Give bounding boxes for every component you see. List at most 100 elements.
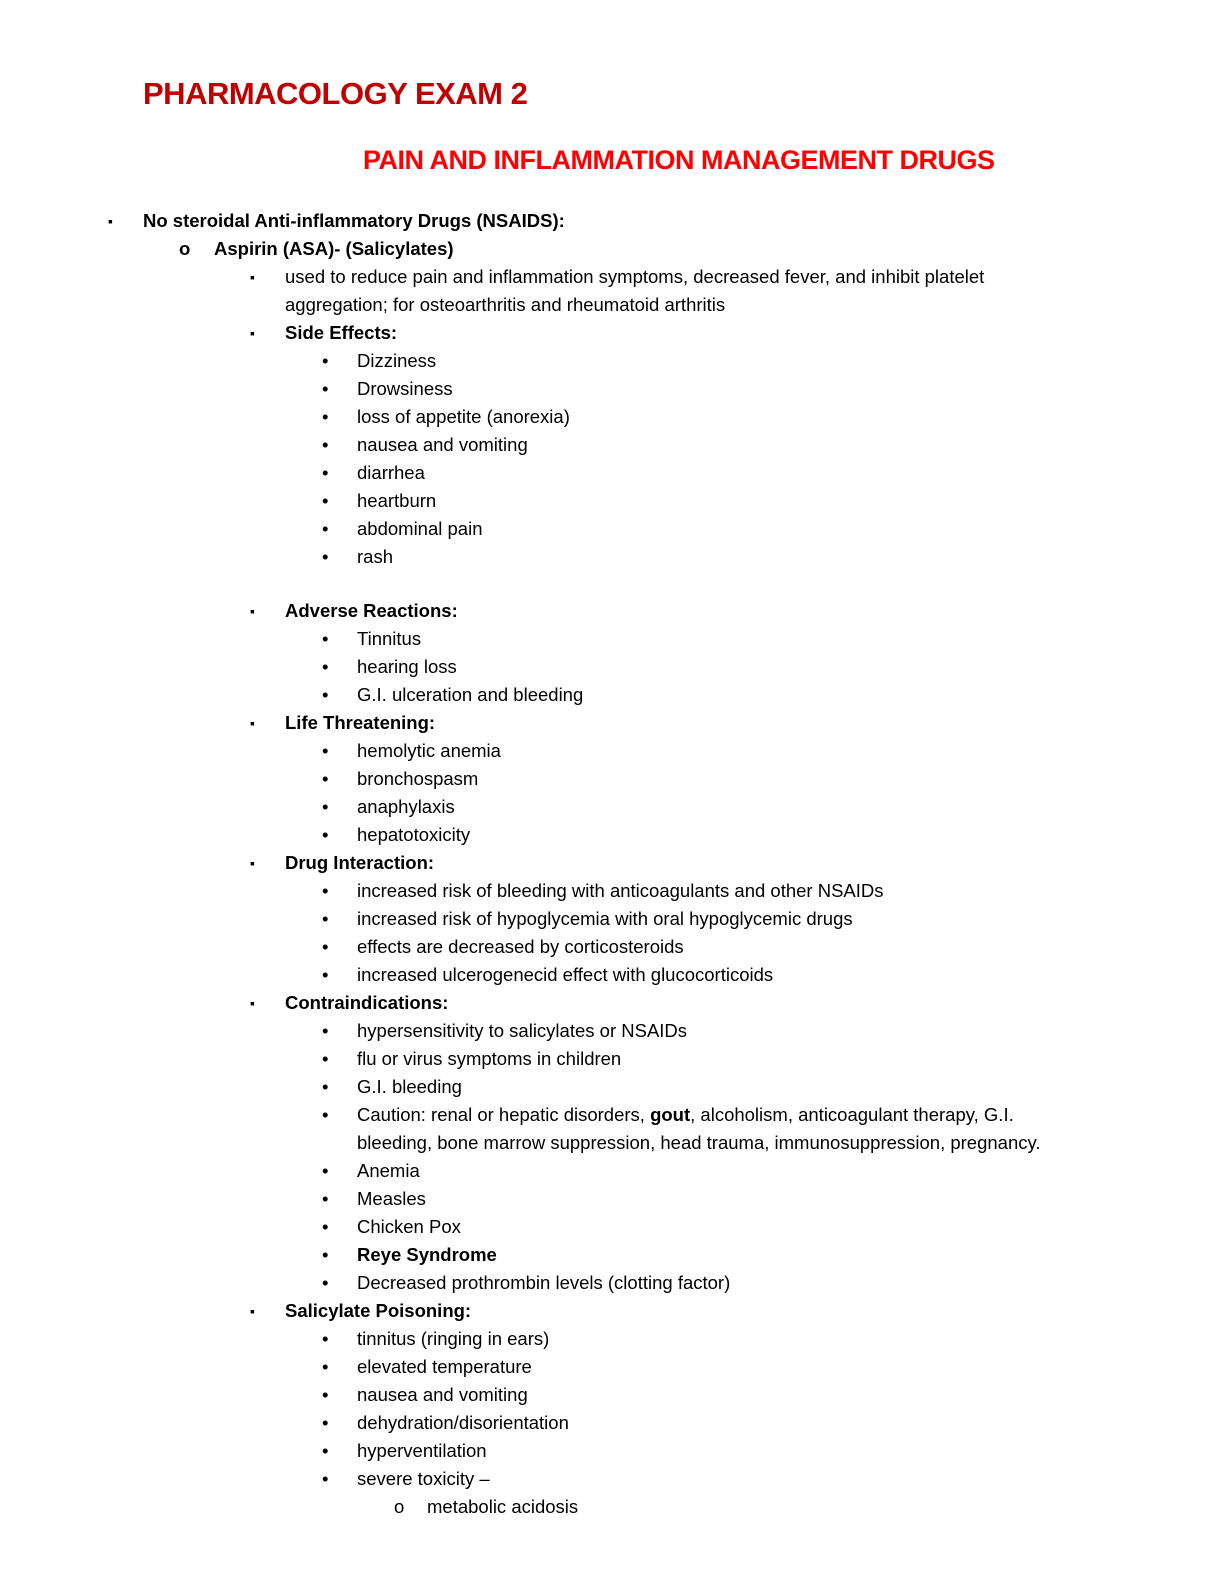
- document-title: PHARMACOLOGY EXAM 2: [143, 76, 528, 111]
- spacer: [0, 571, 1224, 597]
- bullet-icon: •: [322, 1076, 329, 1097]
- list-item: • heartburn: [0, 487, 1224, 515]
- group-heading-text: Contraindications:: [285, 992, 449, 1013]
- list-item-text: hypersensitivity to salicylates or NSAID…: [357, 1020, 688, 1041]
- group-heading: ▪Side Effects:: [0, 319, 1224, 347]
- bullet-icon: •: [322, 1412, 329, 1433]
- list-item: • hyperventilation: [0, 1437, 1224, 1465]
- list-item-text: severe toxicity –: [357, 1468, 490, 1489]
- list-item: • increased risk of bleeding with anticoa…: [0, 877, 1224, 905]
- list-item-text: Caution: renal or hepatic disorders, gou…: [357, 1101, 1092, 1157]
- list-item-text: diarrhea: [357, 462, 425, 483]
- group-heading: ▪ Drug Interaction:: [0, 849, 1224, 877]
- bullet-icon: •: [322, 490, 329, 511]
- bullet-icon: •: [322, 1244, 329, 1265]
- bold-text: gout: [650, 1104, 691, 1125]
- list-item-text: Tinnitus: [357, 628, 422, 649]
- group-heading-text: Salicylate Poisoning:: [285, 1300, 472, 1321]
- list-item: • nausea and vomiting: [0, 431, 1224, 459]
- list-item: • tinnitus (ringing in ears): [0, 1325, 1224, 1353]
- drug-description: ▪used to reduce pain and inflammation sy…: [0, 263, 1224, 319]
- bullet-icon: •: [322, 796, 329, 817]
- list-item-text: G.I. bleeding: [357, 1076, 462, 1097]
- square-bullet-icon: ▪: [250, 603, 255, 619]
- list-item-text: loss of appetite (anorexia): [357, 406, 570, 427]
- list-item: •Decreased prothrombin levels (clotting …: [0, 1269, 1224, 1297]
- group-heading-text: Life Threatening:: [285, 712, 436, 733]
- list-item: • severe toxicity –: [0, 1465, 1224, 1493]
- bullet-icon: •: [322, 628, 329, 649]
- bullet-icon: •: [322, 936, 329, 957]
- bullet-icon: •: [322, 768, 329, 789]
- list-item-text: effects are decreased by corticosteroids: [357, 936, 684, 957]
- list-item-text: hemolytic anemia: [357, 740, 501, 761]
- group-heading: ▪ Salicylate Poisoning:: [0, 1297, 1224, 1325]
- bullet-icon: •: [322, 1216, 329, 1237]
- bullet-icon: •: [322, 518, 329, 539]
- list-item-text: flu or virus symptoms in children: [357, 1048, 622, 1069]
- list-item: •elevated temperature: [0, 1353, 1224, 1381]
- bullet-icon: •: [322, 350, 329, 371]
- group-heading: ▪Adverse Reactions:: [0, 597, 1224, 625]
- list-item-text: abdominal pain: [357, 518, 483, 539]
- list-item-text: anaphylaxis: [357, 796, 455, 817]
- document-body: ▪ No steroidal Anti-inflammatory Drugs (N…: [0, 207, 1224, 1521]
- square-bullet-icon: ▪: [250, 995, 255, 1011]
- bullet-icon: •: [322, 546, 329, 567]
- list-item: • effects are decreased by corticosteroid…: [0, 933, 1224, 961]
- square-bullet-icon: ▪: [250, 715, 255, 731]
- square-bullet-icon: ▪: [250, 269, 255, 285]
- list-item-text: tinnitus (ringing in ears): [357, 1328, 550, 1349]
- bullet-icon: •: [322, 880, 329, 901]
- list-item: • Reye Syndrome: [0, 1241, 1224, 1269]
- list-item-text: nausea and vomiting: [357, 434, 528, 455]
- group-heading-text: Drug Interaction:: [285, 852, 435, 873]
- square-bullet-icon: ▪: [250, 855, 255, 871]
- list-item: • Dizziness: [0, 347, 1224, 375]
- list-item: •increased risk of hypoglycemia with ora…: [0, 905, 1224, 933]
- list-item: • dehydration/disorientation: [0, 1409, 1224, 1437]
- bullet-icon: •: [322, 1188, 329, 1209]
- bullet-icon: •: [322, 462, 329, 483]
- list-item-text: rash: [357, 546, 393, 567]
- list-item: •Measles: [0, 1185, 1224, 1213]
- bullet-icon: •: [322, 1104, 329, 1125]
- bullet-icon: •: [322, 434, 329, 455]
- list-item-text: bronchospasm: [357, 768, 479, 789]
- list-item: • Caution: renal or hepatic disorders, go…: [0, 1101, 1224, 1157]
- section-subtitle: PAIN AND INFLAMMATION MANAGEMENT DRUGS: [363, 145, 995, 175]
- list-item-text: Reye Syndrome: [357, 1241, 1092, 1269]
- list-item: •flu or virus symptoms in children: [0, 1045, 1224, 1073]
- list-item-text: G.I. ulceration and bleeding: [357, 684, 584, 705]
- bullet-icon: •: [322, 1440, 329, 1461]
- bullet-icon: •: [322, 1468, 329, 1489]
- square-bullet-icon: ▪: [108, 213, 113, 229]
- list-item-text: Dizziness: [357, 350, 437, 371]
- group-heading: ▪ Life Threatening:: [0, 709, 1224, 737]
- bullet-icon: •: [322, 684, 329, 705]
- list-item-text: hyperventilation: [357, 1440, 487, 1461]
- bold-text: Reye Syndrome: [357, 1244, 497, 1265]
- bullet-icon: •: [322, 406, 329, 427]
- list-item-text: nausea and vomiting: [357, 1384, 528, 1405]
- bullet-icon: •: [322, 740, 329, 761]
- list-item-text: dehydration/disorientation: [357, 1412, 569, 1433]
- list-item: •hepatotoxicity: [0, 821, 1224, 849]
- bullet-icon: •: [322, 1160, 329, 1181]
- text-segment: Caution: renal or hepatic disorders,: [357, 1104, 651, 1125]
- section-heading-text: No steroidal Anti-inflammatory Drugs (NS…: [143, 210, 565, 231]
- group-heading-text: Side Effects:: [285, 322, 398, 343]
- list-item-text: increased risk of bleeding with anticoag…: [357, 880, 884, 901]
- text-segment: , alcoholism, anticoagulant therapy, G.I…: [357, 1104, 1041, 1153]
- square-bullet-icon: ▪: [250, 1303, 255, 1319]
- bullet-icon: •: [322, 1328, 329, 1349]
- bullet-icon: •: [322, 378, 329, 399]
- bullet-icon: •: [322, 1272, 329, 1293]
- circle-bullet-icon: o: [394, 1496, 405, 1517]
- list-item: • diarrhea: [0, 459, 1224, 487]
- list-item: •Anemia: [0, 1157, 1224, 1185]
- bullet-icon: •: [322, 1384, 329, 1405]
- list-item-text: heartburn: [357, 490, 437, 511]
- list-item: • bronchospasm: [0, 765, 1224, 793]
- circle-bullet-icon: o: [179, 238, 191, 259]
